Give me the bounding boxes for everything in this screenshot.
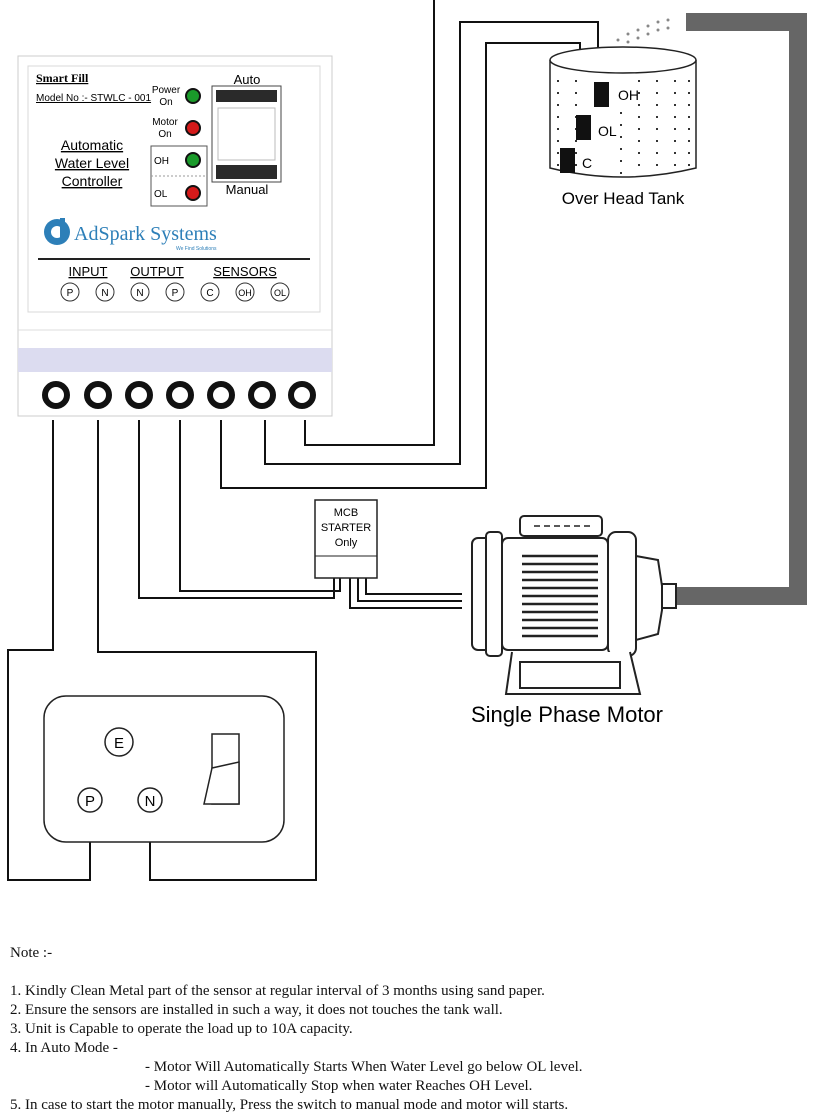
tank-label: Over Head Tank <box>562 189 685 208</box>
controller-title-line-2: Water Level <box>55 155 129 171</box>
output-group-label: OUTPUT <box>130 264 184 279</box>
brand-name: Smart Fill <box>36 71 89 85</box>
earth-pin <box>104 727 134 757</box>
terminal-label-oh: OH <box>238 288 252 298</box>
note-item-5: 5. In case to start the motor manually, … <box>10 1097 569 1113</box>
oh-led <box>185 152 201 168</box>
terminal-labels <box>60 282 290 302</box>
earth-pin-label: E <box>114 735 124 752</box>
sensors-group-label: SENSORS <box>213 264 277 279</box>
neutral-pin <box>137 787 163 813</box>
terminal-label-n-out: N <box>136 288 143 299</box>
mcb-label-3: Only <box>335 537 358 549</box>
notes-section: Note :- 1. Kindly Clean Metal part of th… <box>10 944 810 1115</box>
oh-indicator-label: OH <box>154 156 169 167</box>
terminal-label-p-out: P <box>172 288 179 299</box>
mcb-starter <box>314 499 378 579</box>
motor-icon <box>471 515 677 695</box>
auto-manual-switch[interactable] <box>211 85 282 183</box>
terminal-label-n-in: N <box>101 288 108 299</box>
ol-sensor-label: OL <box>598 123 617 139</box>
water-spray <box>616 18 670 50</box>
motor-label-1: Motor <box>152 117 178 128</box>
company-tagline: We Find Solutions <box>176 246 217 252</box>
controller-strip <box>18 348 332 372</box>
motor-led <box>185 120 201 136</box>
motor-fins <box>522 554 598 638</box>
note-item-3: 3. Unit is Capable to operate the load u… <box>10 1021 353 1037</box>
terminal-label-ol: OL <box>274 288 286 298</box>
controller-unit: Smart Fill Model No :- STWLC - 001 Autom… <box>17 55 333 417</box>
ol-indicator-label: OL <box>154 189 168 200</box>
phase-pin <box>77 787 103 813</box>
mcb-label-2: STARTER <box>321 522 371 534</box>
phase-pin-label: P <box>85 793 95 810</box>
notes-heading: Note :- <box>10 945 53 961</box>
note-item-2: 2. Ensure the sensors are installed in s… <box>10 1002 503 1018</box>
oh-sensor <box>594 82 609 107</box>
model-number: Model No :- STWLC - 001 <box>36 93 151 104</box>
ol-sensor <box>576 115 591 140</box>
motor-label-2: On <box>158 129 171 140</box>
note-item-1: 1. Kindly Clean Metal part of the sensor… <box>10 983 545 999</box>
c-sensor-label: C <box>582 155 592 171</box>
switch-auto-label: Auto <box>234 72 261 87</box>
switch-manual-label: Manual <box>226 182 269 197</box>
neutral-pin-label: N <box>145 793 156 810</box>
adspark-logo-icon <box>44 218 70 245</box>
output-wires <box>138 420 341 599</box>
note-item-4: 4. In Auto Mode - <box>10 1040 118 1056</box>
controller-title-line-1: Automatic <box>61 137 123 153</box>
input-group-label: INPUT <box>69 264 108 279</box>
screw-terminals <box>42 381 316 409</box>
ol-led <box>185 185 201 201</box>
power-label-1: Power <box>152 85 181 96</box>
overhead-tank <box>549 46 697 178</box>
terminal-label-p-in: P <box>67 288 74 299</box>
mcb-label-1: MCB <box>334 507 358 519</box>
wall-socket <box>43 695 285 843</box>
supply-wires <box>7 420 317 881</box>
oh-sensor-label: OH <box>618 87 639 103</box>
note-sub-item-1: - Motor Will Automatically Starts When W… <box>145 1059 583 1075</box>
power-led <box>185 88 201 104</box>
note-sub-item-2: - Motor will Automatically Stop when wat… <box>145 1078 533 1094</box>
company-name: AdSpark Systems <box>74 223 217 245</box>
motor-label: Single Phase Motor <box>471 702 663 727</box>
controller-title-line-3: Controller <box>62 173 123 189</box>
terminal-label-c: C <box>206 288 213 299</box>
wiring-diagram: Smart Fill Model No :- STWLC - 001 Autom… <box>7 0 807 881</box>
power-label-2: On <box>159 97 172 108</box>
socket-switch-icon <box>203 733 240 805</box>
c-sensor <box>560 148 575 173</box>
water-pipe <box>676 13 807 605</box>
